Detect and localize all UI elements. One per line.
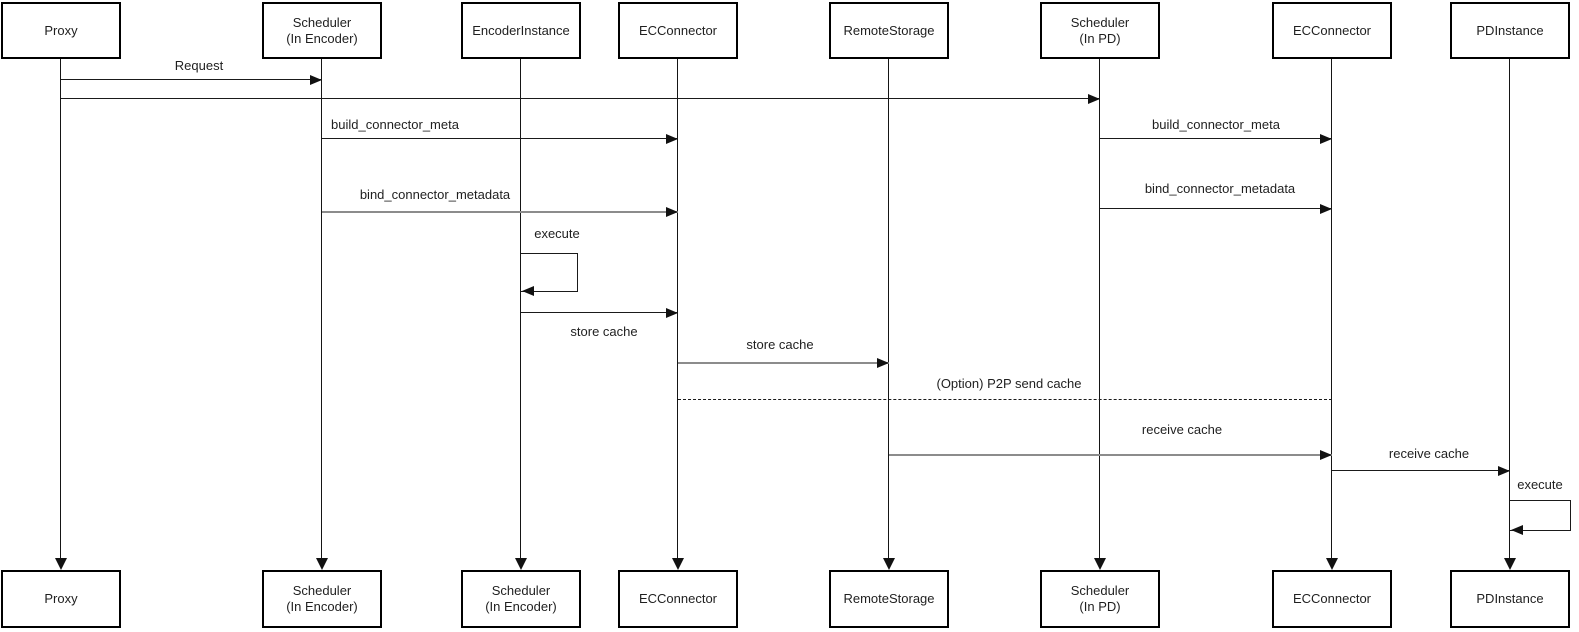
participant-top-box-scheduler-pd: Scheduler (In PD) <box>1040 2 1160 59</box>
self-message-loop-execute-pd <box>1510 500 1571 531</box>
message-line-p2p-send-cache <box>678 399 1332 401</box>
participant-top-box-ec-connector-2: ECConnector <box>1272 2 1392 59</box>
message-line-receive-cache-right <box>1332 470 1510 472</box>
participant-top-box-ec-connector-1: ECConnector <box>618 2 738 59</box>
self-message-loop-execute-encoder <box>521 253 578 292</box>
self-message-label-execute-pd: execute <box>1517 477 1563 492</box>
message-arrowhead-build-meta-left <box>666 133 678 144</box>
self-message-arrowhead-execute-encoder <box>522 285 534 296</box>
lifeline-arrowhead-pd-instance <box>1504 558 1516 570</box>
message-arrowhead-receive-cache-right <box>1498 465 1510 476</box>
message-label-build-meta-right: build_connector_meta <box>1152 117 1280 132</box>
message-arrowhead-bind-metadata-left <box>666 206 678 217</box>
participant-top-box-encoder-instance: EncoderInstance <box>461 2 581 59</box>
lifeline-arrowhead-ec-connector-1 <box>672 558 684 570</box>
message-line-bind-metadata-left <box>322 210 678 213</box>
message-line-receive-cache-left <box>889 453 1332 456</box>
lifeline-scheduler-encoder <box>321 59 323 558</box>
message-label-store-cache-encoder: store cache <box>570 324 638 339</box>
message-arrowhead-proxy-to-pd <box>1088 93 1100 104</box>
participant-top-box-scheduler-encoder: Scheduler (In Encoder) <box>262 2 382 59</box>
participant-bottom-box-scheduler-encoder: Scheduler (In Encoder) <box>262 570 382 628</box>
lifeline-scheduler-pd <box>1099 59 1101 558</box>
message-label-receive-cache-left: receive cache <box>1141 422 1223 437</box>
message-label-bind-metadata-right: bind_connector_metadata <box>1144 181 1296 196</box>
lifeline-pd-instance <box>1509 59 1511 558</box>
message-line-request <box>61 79 322 81</box>
message-arrowhead-store-cache-remote <box>877 357 889 368</box>
message-label-bind-metadata-left: bind_connector_metadata <box>359 187 511 202</box>
participant-bottom-box-encoder-instance: Scheduler (In Encoder) <box>461 570 581 628</box>
lifeline-arrowhead-proxy <box>55 558 67 570</box>
lifeline-ec-connector-2 <box>1331 59 1333 558</box>
participant-bottom-box-proxy: Proxy <box>1 570 121 628</box>
lifeline-arrowhead-ec-connector-2 <box>1326 558 1338 570</box>
lifeline-arrowhead-encoder-instance <box>515 558 527 570</box>
message-arrowhead-build-meta-right <box>1320 133 1332 144</box>
participant-bottom-box-remote-storage: RemoteStorage <box>829 570 949 628</box>
message-label-build-meta-left: build_connector_meta <box>331 117 459 132</box>
message-arrowhead-receive-cache-left <box>1320 449 1332 460</box>
message-arrowhead-request <box>310 74 322 85</box>
participant-top-box-proxy: Proxy <box>1 2 121 59</box>
participant-top-box-pd-instance: PDInstance <box>1450 2 1570 59</box>
message-arrowhead-store-cache-encoder <box>666 307 678 318</box>
participant-bottom-box-scheduler-pd: Scheduler (In PD) <box>1040 570 1160 628</box>
message-line-store-cache-remote <box>678 361 889 364</box>
participant-top-box-remote-storage: RemoteStorage <box>829 2 949 59</box>
message-line-bind-metadata-right <box>1100 208 1332 210</box>
lifeline-encoder-instance <box>520 59 522 558</box>
lifeline-proxy <box>60 59 62 558</box>
participant-bottom-box-ec-connector-2: ECConnector <box>1272 570 1392 628</box>
message-line-build-meta-right <box>1100 138 1332 140</box>
message-label-p2p-send-cache: (Option) P2P send cache <box>936 376 1082 391</box>
message-line-store-cache-encoder <box>521 312 678 314</box>
message-line-proxy-to-pd <box>61 98 1100 100</box>
message-label-receive-cache-right: receive cache <box>1388 446 1470 461</box>
self-message-arrowhead-execute-pd <box>1511 524 1523 535</box>
lifeline-arrowhead-scheduler-encoder <box>316 558 328 570</box>
message-arrowhead-bind-metadata-right <box>1320 203 1332 214</box>
message-label-request: Request <box>174 58 224 73</box>
message-label-store-cache-remote: store cache <box>746 337 814 352</box>
lifeline-arrowhead-remote-storage <box>883 558 895 570</box>
participant-bottom-box-pd-instance: PDInstance <box>1450 570 1570 628</box>
lifeline-remote-storage <box>888 59 890 558</box>
participant-bottom-box-ec-connector-1: ECConnector <box>618 570 738 628</box>
lifeline-arrowhead-scheduler-pd <box>1094 558 1106 570</box>
self-message-label-execute-encoder: execute <box>534 226 580 241</box>
message-line-build-meta-left <box>322 138 678 140</box>
